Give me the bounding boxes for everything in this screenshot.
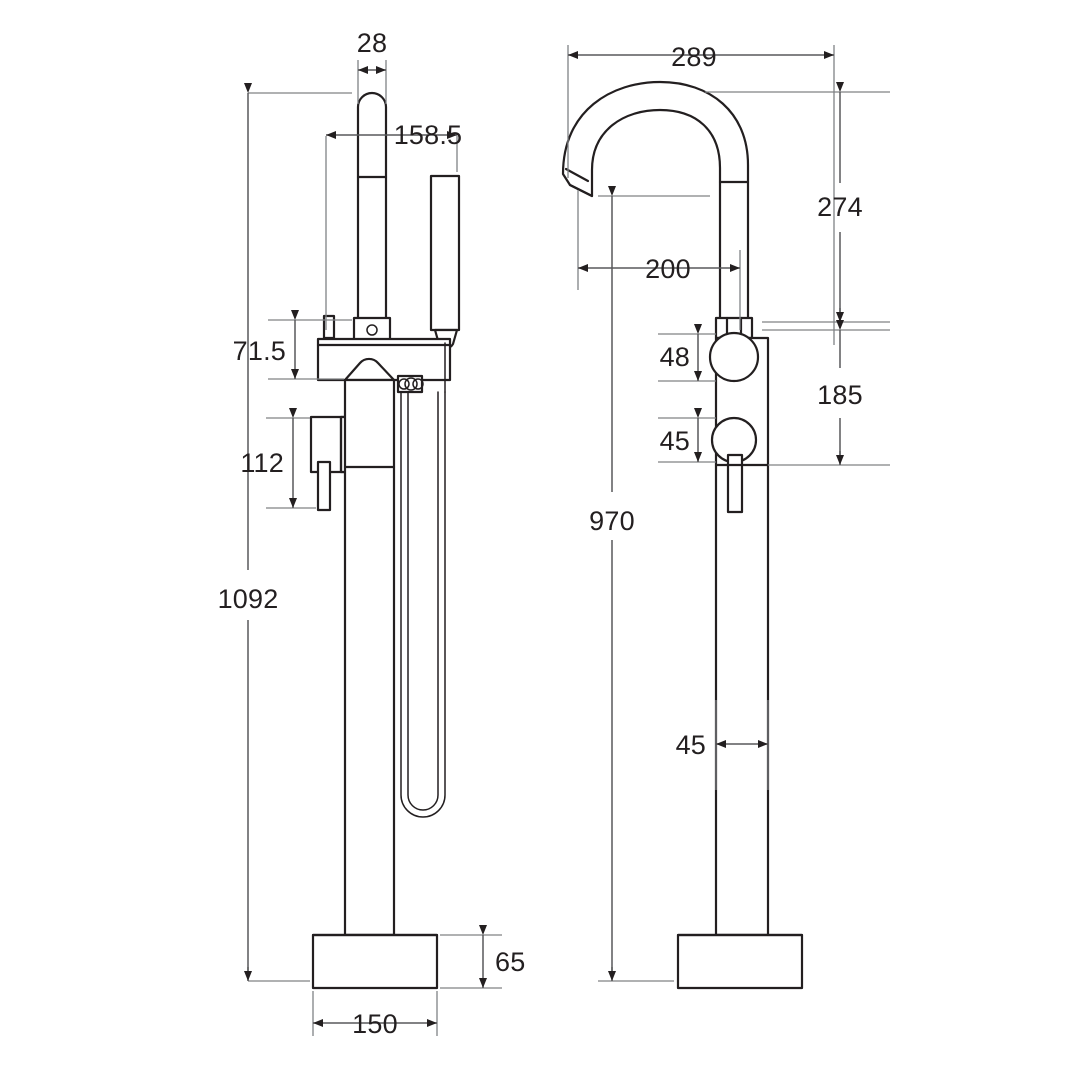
hose-nut-right — [412, 378, 424, 390]
spout-tube-left — [356, 91, 388, 322]
dim-112: 112 — [240, 448, 284, 478]
dim-200: 200 — [645, 254, 691, 284]
base-plate-left — [311, 933, 439, 990]
dim-289: 289 — [671, 42, 717, 72]
handle-lever-right — [726, 453, 744, 514]
mixer-body-block — [316, 337, 452, 382]
dim-45-column: 45 — [676, 730, 706, 760]
dim-28: 28 — [357, 28, 387, 58]
diverter-knob — [708, 331, 760, 383]
hose-loop-inner — [407, 391, 439, 811]
swivel-screw — [366, 324, 378, 336]
body-shoulder — [343, 357, 396, 382]
hose-loop-outer — [400, 391, 446, 818]
dim-158-5: 158.5 — [394, 120, 463, 150]
dim-274: 274 — [817, 192, 863, 222]
right-view-dimensions: 289 274 185 200 — [567, 42, 890, 982]
lever-stem — [316, 460, 332, 512]
dim-185: 185 — [817, 380, 863, 410]
dim-71-5: 71.5 — [233, 336, 286, 366]
dim-48: 48 — [660, 342, 690, 372]
dim-150: 150 — [352, 1009, 398, 1039]
hose-nut-left — [398, 378, 410, 390]
hose-nut-mid — [404, 377, 418, 391]
right-view-geometry — [561, 80, 804, 990]
dim-970: 970 — [589, 506, 635, 536]
base-plate-right — [676, 933, 804, 990]
left-view-dimensions: 28 158.5 1092 71.5 112 — [218, 28, 526, 1039]
spout-outlet-face — [568, 183, 594, 198]
dim-65: 65 — [495, 947, 525, 977]
gooseneck-spout — [561, 80, 750, 322]
dim-45-handle: 45 — [660, 426, 690, 456]
spout-outlet-edge — [564, 167, 590, 183]
main-column-left — [343, 378, 396, 937]
handshower-wand — [429, 174, 461, 332]
left-view-geometry — [309, 91, 461, 990]
dim-1092: 1092 — [218, 584, 279, 614]
